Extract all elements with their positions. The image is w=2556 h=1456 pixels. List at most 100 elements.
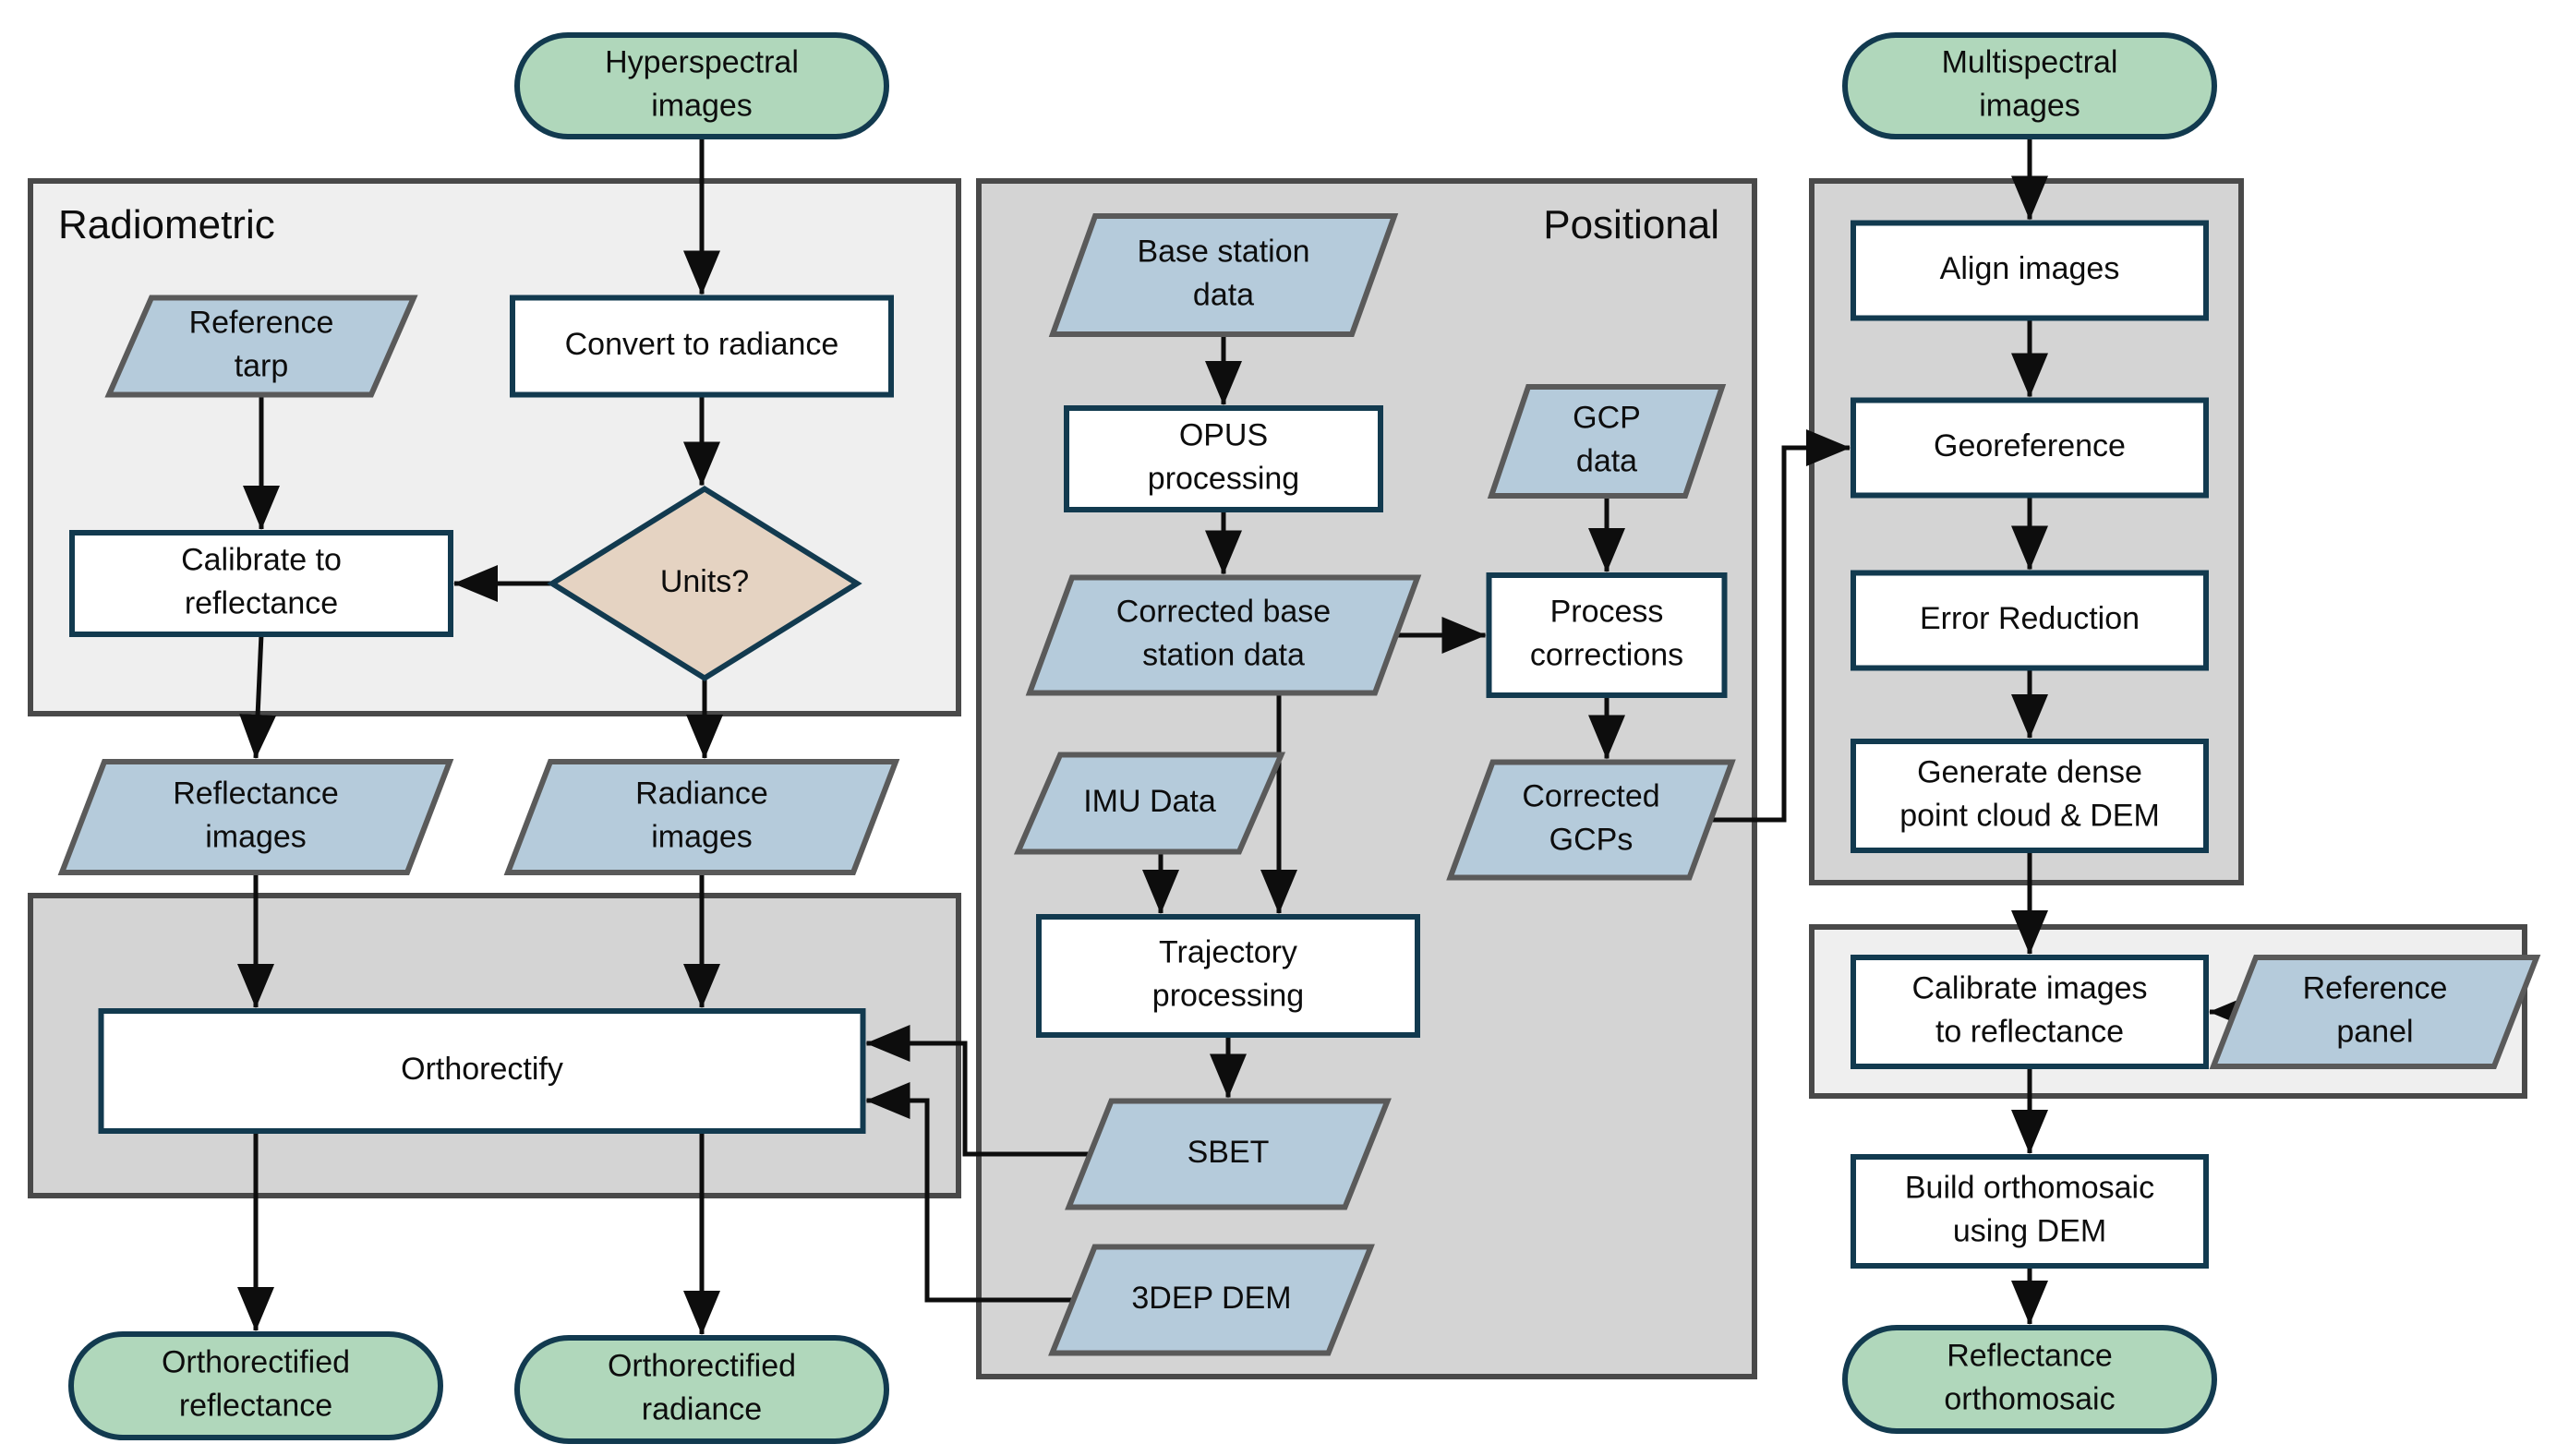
node-align-images: Align images [1851, 220, 2209, 321]
node-opus-processing: OPUS processing [1064, 405, 1383, 512]
node-label-corrected-base-station-data: station data [1142, 637, 1305, 672]
shape-process [1486, 572, 1728, 698]
shape-terminator [68, 1331, 443, 1440]
node-label-orthorectify: Orthorectify [401, 1052, 563, 1087]
node-label-hyperspectral-images: images [651, 88, 753, 123]
shape-data [1048, 213, 1399, 337]
node-label-reflectance-orthomosaic: orthomosaic [1944, 1381, 2115, 1416]
node-sbet: SBET [1065, 1098, 1392, 1210]
shape-terminator [1842, 32, 2217, 139]
node-label-radiance-images: images [651, 819, 753, 854]
node-label-opus-processing: processing [1148, 461, 1299, 496]
node-label-multispectral-images: Multispectral [1942, 44, 2118, 79]
node-label-reference-tarp: Reference [189, 305, 334, 340]
shape-process [1036, 914, 1420, 1038]
node-hyperspectral-images: Hyperspectral images [514, 32, 889, 139]
shape-process [1851, 570, 2209, 671]
shape-data [1487, 384, 1727, 499]
node-label-base-station-data: Base station [1137, 234, 1309, 269]
node-label-trajectory-processing: processing [1152, 978, 1304, 1013]
node-label-generate-dense-point-cloud: Generate dense [1917, 754, 2142, 789]
connector [865, 1025, 1097, 1157]
node-calibrate-to-reflectance: Calibrate to reflectance [69, 530, 453, 637]
connector [1704, 429, 1851, 823]
node-label-generate-dense-point-cloud: point cloud & DEM [1899, 798, 2160, 833]
shape-terminator [514, 32, 889, 139]
node-label-trajectory-processing: Trajectory [1159, 934, 1297, 969]
node-label-reflectance-images: images [205, 819, 307, 854]
node-label-orthorectified-reflectance: Orthorectified [162, 1344, 350, 1379]
node-label-build-orthomosaic: Build orthomosaic [1905, 1170, 2154, 1205]
connectors [237, 137, 2253, 1336]
node-label-calibrate-images-to-reflectance: to reflectance [1935, 1014, 2124, 1049]
node-label-georeference: Georeference [1934, 428, 2126, 463]
shape-process [1851, 955, 2209, 1069]
node-label-units-decision: Units? [660, 564, 749, 599]
node-multispectral-images: Multispectral images [1842, 32, 2217, 139]
node-error-reduction: Error Reduction [1851, 570, 2209, 671]
node-label-sbet: SBET [1188, 1135, 1270, 1170]
node-label-multispectral-images: images [1979, 88, 2080, 123]
shape-data [1048, 1244, 1375, 1356]
node-convert-to-radiance: Convert to radiance [510, 295, 894, 398]
node-reference-panel: Reference panel [2209, 955, 2541, 1069]
shape-terminator [1842, 1325, 2217, 1434]
node-label-orthorectified-reflectance: reflectance [179, 1388, 332, 1423]
shape-decision [547, 485, 862, 682]
shape-process [98, 1008, 866, 1134]
node-build-orthomosaic: Build orthomosaic using DEM [1851, 1154, 2209, 1269]
shape-process [1064, 405, 1383, 512]
node-label-build-orthomosaic: using DEM [1953, 1213, 2106, 1248]
node-label-imu-data: IMU Data [1083, 784, 1216, 819]
node-base-station-data: Base station data [1048, 213, 1399, 337]
node-generate-dense-point-cloud: Generate dense point cloud & DEM [1851, 739, 2209, 853]
node-label-calibrate-to-reflectance: Calibrate to [181, 542, 342, 577]
node-label-reflectance-images: Reflectance [173, 776, 339, 811]
group-title-radiometric: Radiometric [58, 202, 275, 247]
node-corrected-base-station-data: Corrected base station data [1025, 574, 1422, 696]
node-label-reference-panel: Reference [2303, 970, 2448, 1005]
flow-nodes: HyperspectralimagesReferencetarpConvert … [57, 32, 2541, 1444]
shape-process [1851, 739, 2209, 853]
node-label-process-corrections: corrections [1530, 637, 1683, 672]
shape-process [1851, 397, 2209, 499]
node-imu-data: IMU Data [1013, 752, 1286, 855]
node-label-calibrate-images-to-reflectance: Calibrate images [1911, 970, 2147, 1005]
connector [865, 1082, 1080, 1303]
shape-data [1025, 574, 1422, 696]
node-label-hyperspectral-images: Hyperspectral [605, 44, 799, 79]
node-label-opus-processing: OPUS [1179, 417, 1268, 452]
node-label-corrected-base-station-data: Corrected base [1116, 594, 1331, 629]
node-calibrate-images-to-reflectance: Calibrate images to reflectance [1851, 955, 2209, 1069]
node-label-align-images: Align images [1940, 251, 2120, 286]
node-georeference: Georeference [1851, 397, 2209, 499]
shape-process [510, 295, 894, 398]
shape-data [2209, 955, 2541, 1069]
node-reflectance-images: Reflectance images [57, 759, 454, 875]
shape-data [1013, 752, 1286, 855]
shape-data [57, 759, 454, 875]
node-trajectory-processing: Trajectory processing [1036, 914, 1420, 1038]
shape-process [1851, 220, 2209, 321]
connector [239, 633, 277, 759]
node-label-calibrate-to-reflectance: reflectance [185, 585, 338, 620]
node-label-base-station-data: data [1193, 277, 1254, 312]
node-label-corrected-gcps: Corrected [1522, 778, 1659, 813]
node-label-orthorectified-radiance: Orthorectified [608, 1348, 796, 1383]
node-label-reference-panel: panel [2336, 1014, 2413, 1049]
node-orthorectified-reflectance: Orthorectified reflectance [68, 1331, 443, 1440]
node-label-gcp-data: data [1576, 443, 1637, 478]
shape-data [104, 295, 418, 398]
node-label-convert-to-radiance: Convert to radiance [565, 327, 839, 362]
shape-data [1446, 759, 1736, 881]
node-label-radiance-images: Radiance [635, 776, 768, 811]
node-radiance-images: Radiance images [503, 759, 900, 875]
node-label-3dep-dem: 3DEP DEM [1131, 1281, 1291, 1316]
